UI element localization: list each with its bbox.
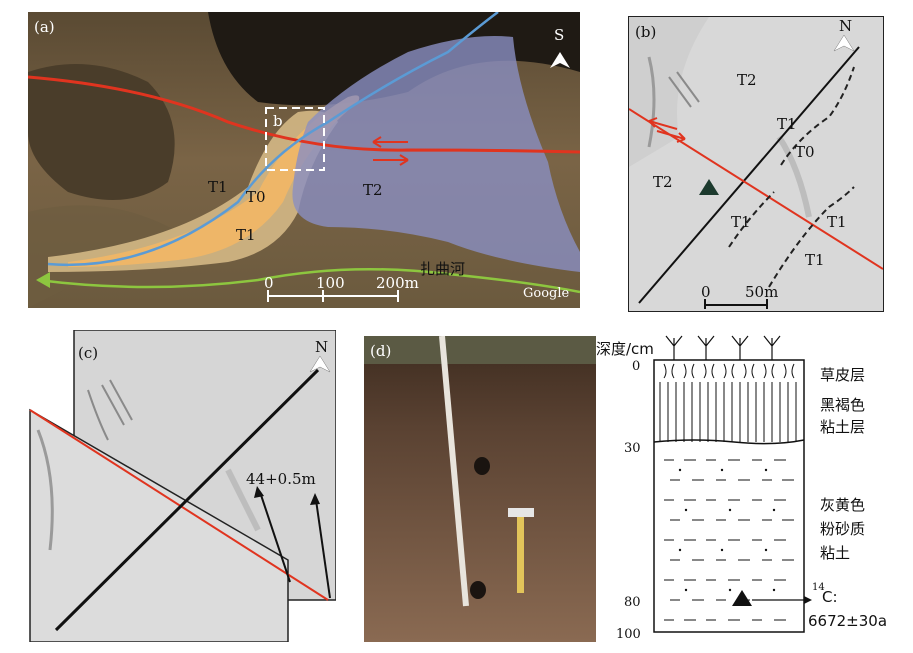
c14-sample-icon [732, 590, 752, 606]
layer-silty-line2: 粉砂质 [820, 520, 865, 538]
sample-hole-upper [474, 457, 490, 475]
panel-a-satellite: (a) S b T1 T0 T1 T2 扎曲河 0 100 200m Googl… [28, 12, 580, 308]
c14-superscript: 14 [812, 582, 825, 593]
offset-arrow-1-icon [259, 491, 291, 583]
scale-bar-b [704, 299, 768, 309]
fault-trace-c-red [29, 409, 329, 601]
layer-silty-line3: 粘土 [820, 544, 850, 562]
terrace-edge-dashed-1 [780, 66, 855, 166]
panel-d-trench-photo: (d) [364, 336, 596, 642]
terrace-label-t1-bottom: T1 [236, 226, 256, 244]
slip-arrow-lower-icon [373, 154, 409, 166]
depth-header: 深度/cm [596, 340, 654, 358]
slip-arrow-b-lower-icon [656, 130, 686, 143]
north-arrow-b-icon [833, 34, 855, 52]
fault-trace-a [28, 75, 580, 154]
terrace-label-b-t1-d: T1 [805, 251, 825, 269]
panel-d-label: (d) [370, 342, 391, 360]
river-name: 扎曲河 [420, 260, 465, 278]
terrace-label-b-t1-b: T1 [731, 213, 751, 231]
c14-age: 6672±30a [808, 612, 887, 630]
river-trace-green [37, 267, 580, 294]
scale-a-0: 0 [264, 274, 274, 292]
terrace-edge-dashed-2 [728, 191, 775, 248]
north-label-c: N [315, 338, 328, 356]
offset-arrow-2-icon [315, 499, 331, 599]
silty-clay-dots [678, 468, 776, 592]
terrace-label-b-t1-a: T1 [777, 115, 797, 133]
c14-label: C: [822, 588, 838, 606]
terrace-edge-dashed-3 [768, 186, 855, 288]
clay-layer-symbols [659, 382, 797, 442]
north-label-b: N [839, 17, 852, 35]
offset-label: 44+0.5m [246, 470, 316, 488]
north-arrow-a-icon [550, 52, 570, 68]
scale-b-50: 50m [745, 283, 778, 301]
grass-layer-symbols [663, 363, 795, 379]
terrace-label-b-t1-c: T1 [827, 213, 847, 231]
depth-30: 30 [624, 441, 641, 456]
depth-100: 100 [616, 627, 641, 642]
depth-0: 0 [632, 359, 640, 374]
measuring-tape [439, 336, 469, 607]
stratigraphic-log: 深度/cm 0 30 80 100 草皮层 黑褐色 粘土层 灰黄色 粉砂质 粘土… [594, 330, 913, 648]
sample-hole-lower [470, 581, 486, 599]
scale-a-100: 100 [316, 274, 345, 292]
terrace-label-t2: T2 [363, 181, 383, 199]
layer-clay-line2: 粘土层 [820, 418, 865, 436]
panel-a-label: (a) [34, 18, 55, 36]
panel-b-hillshade: (b) N T2 T1 T0 T2 T1 T1 T1 0 50m [628, 16, 884, 312]
panel-c-reconstruction: (c) N 44+0.5m [28, 330, 336, 642]
terrace-label-b-t0: T0 [795, 143, 815, 161]
fault-trace-b-black [638, 46, 860, 304]
terrace-label-b-t2-top: T2 [737, 71, 757, 89]
slip-arrow-b-upper-icon [648, 117, 678, 130]
panel-c-label: (c) [78, 344, 98, 362]
layer-silty-line1: 灰黄色 [820, 496, 865, 514]
scale-bar-a [267, 290, 399, 302]
google-watermark: Google [523, 286, 570, 301]
inset-label-b: b [273, 112, 283, 130]
terrace-label-b-t2-left: T2 [653, 173, 673, 191]
sample-site-icon [699, 179, 719, 195]
layer-clay-line1: 黑褐色 [820, 396, 865, 414]
terrace-t2-area [292, 36, 580, 272]
north-arrow-c-icon [309, 355, 331, 373]
depth-80: 80 [624, 595, 641, 610]
fault-trace-c-black [54, 368, 320, 632]
layer-grass: 草皮层 [820, 366, 865, 384]
scale-b-0: 0 [701, 283, 711, 301]
terrace-label-t1-left: T1 [208, 178, 228, 196]
slip-arrow-upper-icon [372, 136, 408, 148]
log-column [653, 359, 805, 633]
flow-arrow-icon [36, 272, 50, 288]
silty-clay-symbols [664, 459, 794, 621]
terrace-label-t0: T0 [246, 188, 266, 206]
panel-b-label: (b) [635, 23, 656, 41]
inset-box-b [265, 107, 325, 171]
scale-a-200: 200m [376, 274, 419, 292]
plant-icons [665, 335, 781, 360]
hammer-head [508, 508, 534, 517]
hammer-handle [517, 517, 524, 593]
north-label-a: S [554, 26, 564, 44]
river-trace-blue [47, 12, 499, 266]
